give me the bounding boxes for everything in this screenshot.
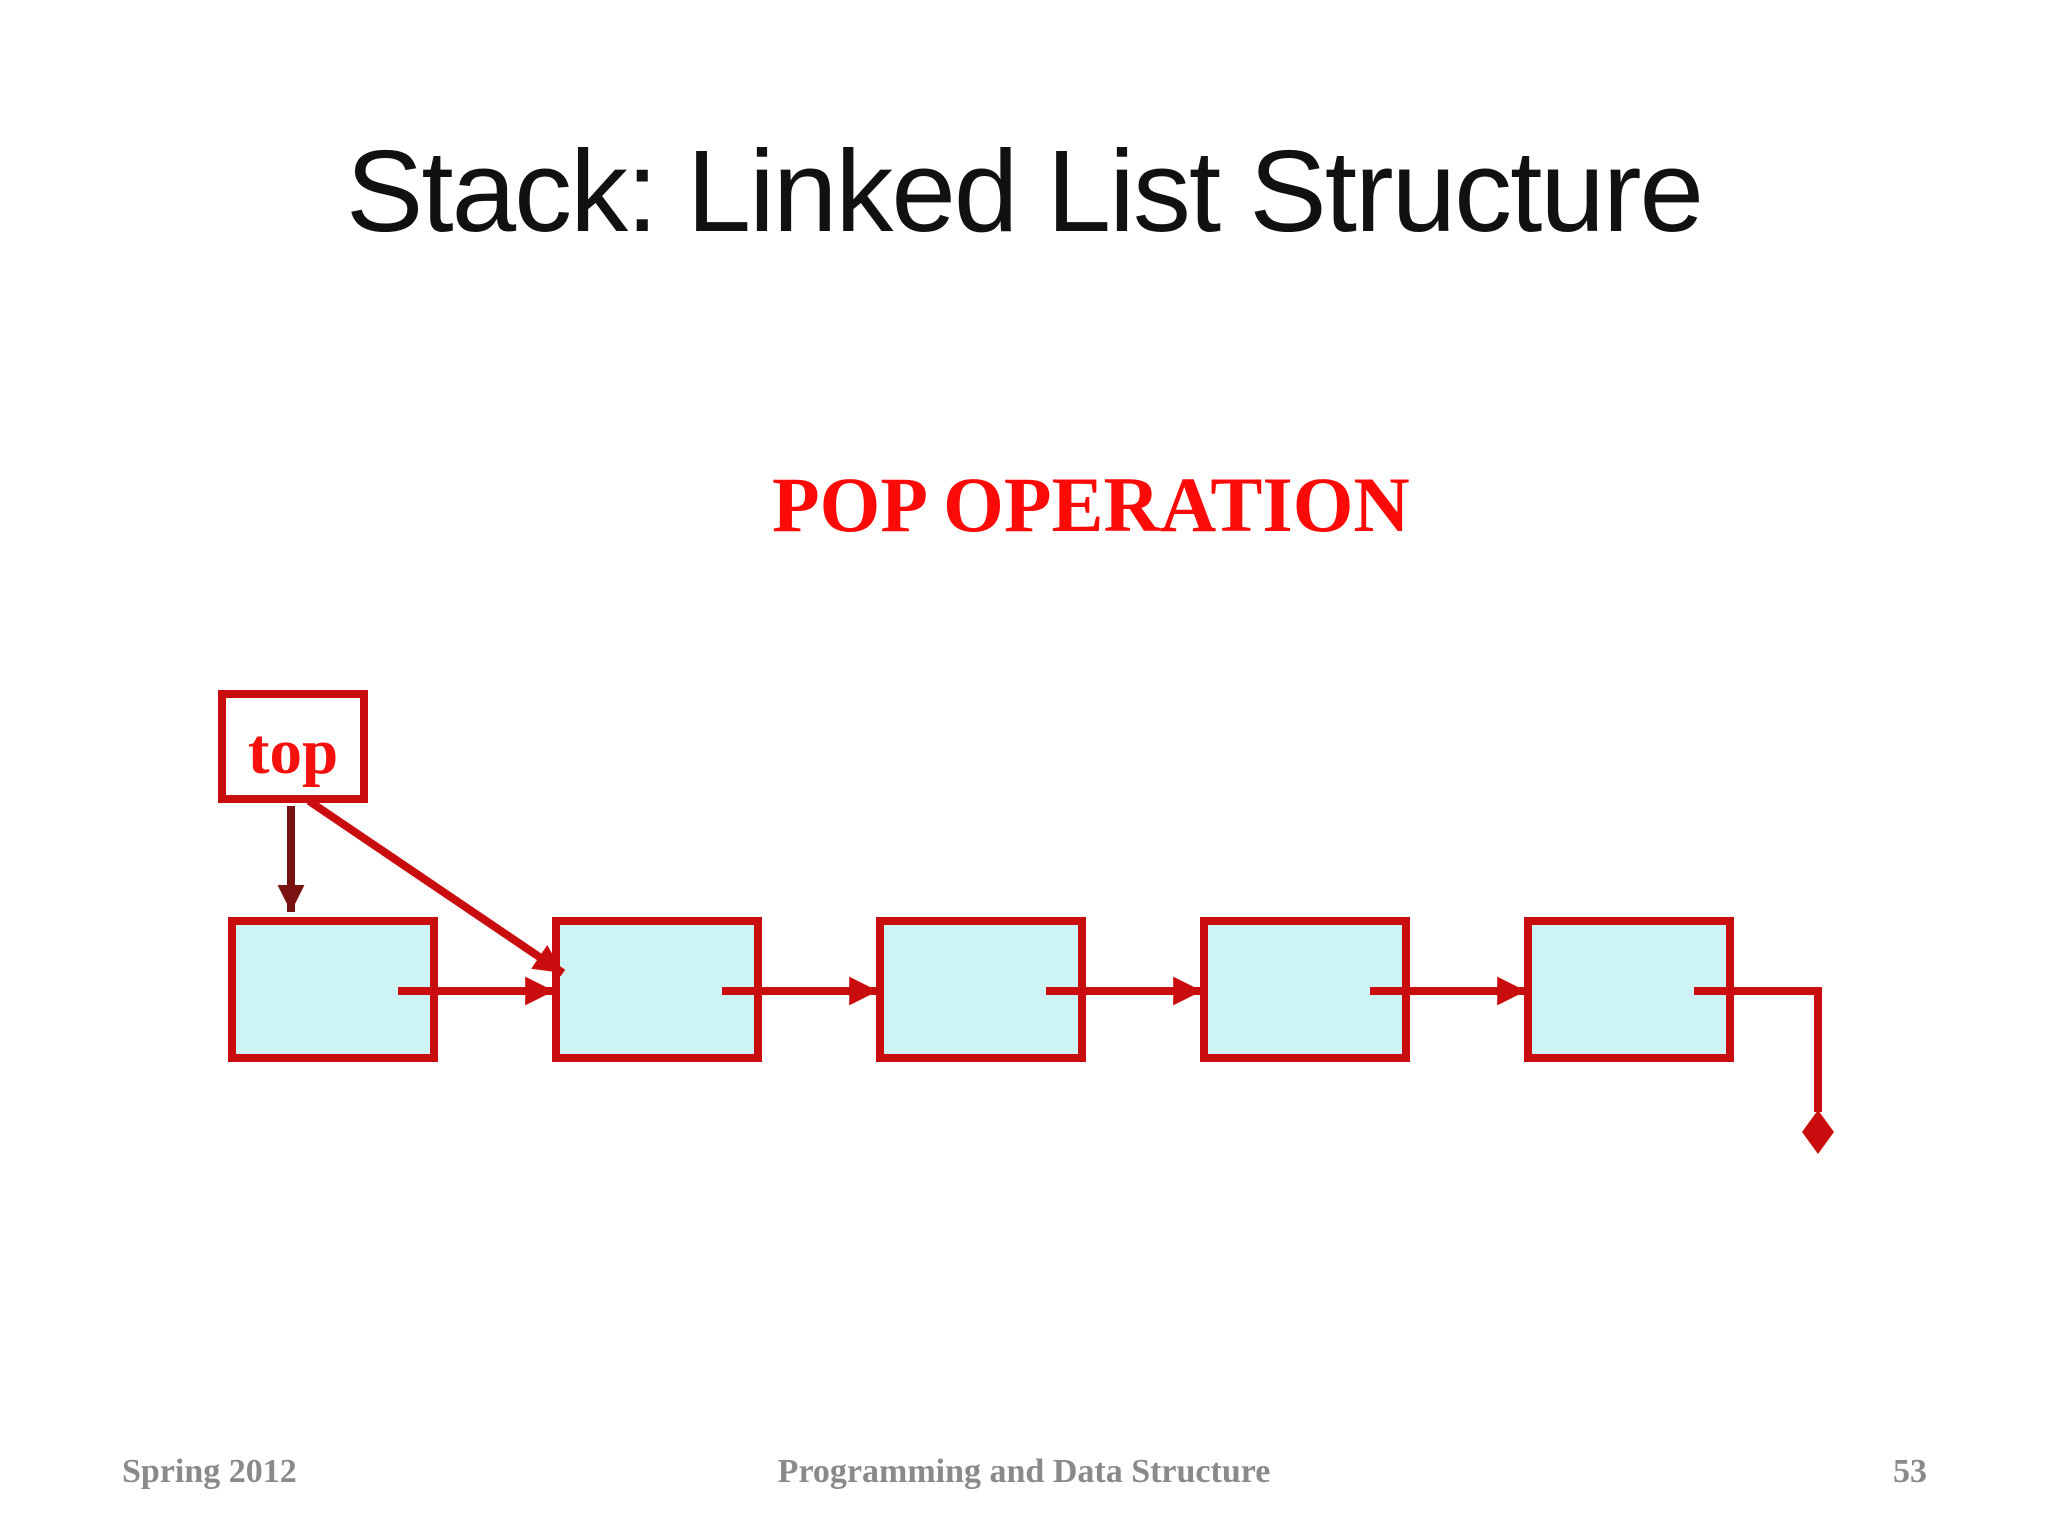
footer-course-title: Programming and Data Structure <box>777 1453 1271 1490</box>
subtitle-pop-operation: POP OPERATION <box>772 461 1410 548</box>
top-pointer-label: top <box>247 716 339 788</box>
page-title: Stack: Linked List Structure <box>346 126 1704 256</box>
top-pointer-box: top <box>218 690 368 803</box>
footer-semester: Spring 2012 <box>122 1453 297 1490</box>
top-to-node2-arrow <box>306 797 566 977</box>
footer-page-number: 53 <box>1893 1453 1927 1490</box>
null-terminator-diamond-icon <box>1802 1110 1834 1154</box>
